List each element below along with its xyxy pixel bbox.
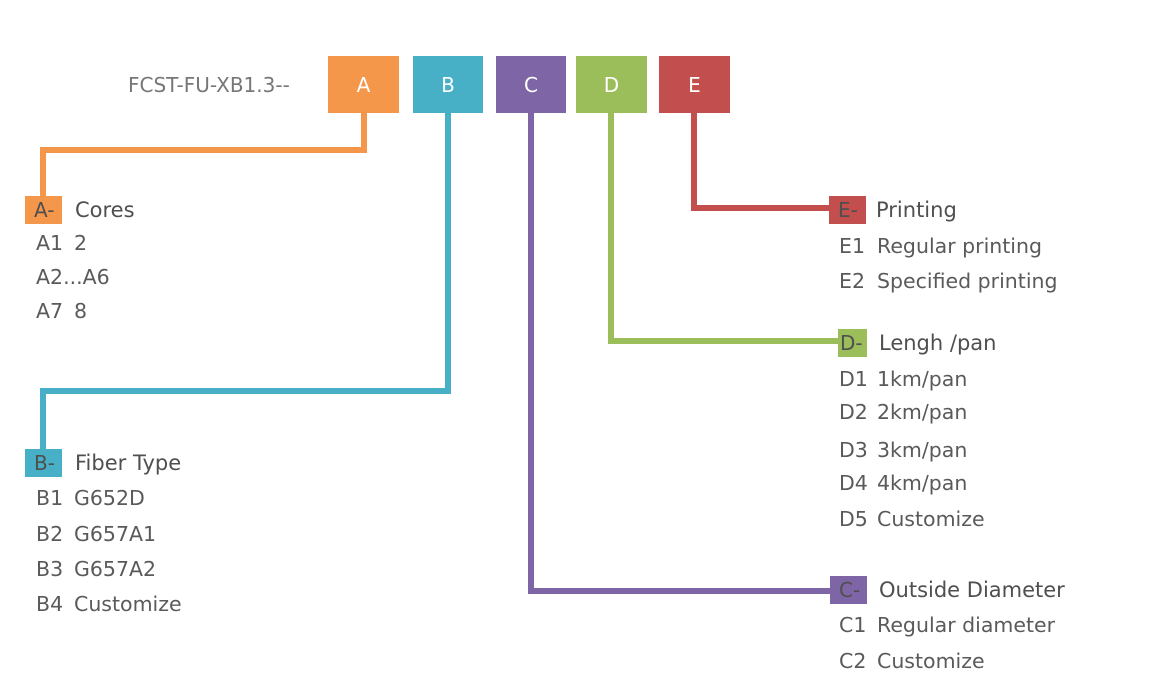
option-b3: B3 G657A2 xyxy=(36,555,156,583)
option-code: D3 xyxy=(839,438,868,462)
connector-e xyxy=(691,113,830,211)
option-value: Customize xyxy=(74,592,182,616)
option-value: Specified printing xyxy=(877,269,1058,293)
option-d2: D2 2km/pan xyxy=(839,398,967,426)
section-d-title: Lengh /pan xyxy=(879,331,997,355)
option-code: D4 xyxy=(839,471,868,495)
option-a2-a6: A2...A6 xyxy=(36,263,110,291)
option-code: B2 xyxy=(36,522,64,546)
option-a1: A1 2 xyxy=(36,229,87,257)
option-d5: D5 Customize xyxy=(839,505,985,533)
code-box-c: C xyxy=(496,56,566,113)
code-box-b: B xyxy=(413,56,483,113)
option-b2: B2 G657A1 xyxy=(36,520,156,548)
option-d4: D4 4km/pan xyxy=(839,469,967,497)
option-code: E1 xyxy=(839,234,865,258)
option-value: 1km/pan xyxy=(877,367,968,391)
code-box-e: E xyxy=(659,56,730,113)
option-code: B4 xyxy=(36,592,64,616)
option-a7: A7 8 xyxy=(36,297,87,325)
section-e-title: Printing xyxy=(876,198,957,222)
option-value: G652D xyxy=(74,486,145,510)
option-value: 2km/pan xyxy=(877,400,968,424)
section-b-title: Fiber Type xyxy=(75,451,182,475)
option-code: E2 xyxy=(839,269,865,293)
option-b4: B4 Customize xyxy=(36,590,182,618)
option-value: Customize xyxy=(877,649,985,673)
code-box-a: A xyxy=(328,56,399,113)
option-c1: C1 Regular diameter xyxy=(839,611,1055,639)
section-b-tag: B- xyxy=(25,449,62,477)
option-value: G657A2 xyxy=(74,557,157,581)
connector-d xyxy=(608,113,840,344)
section-c-tag: C- xyxy=(830,576,867,604)
option-code: A7 xyxy=(36,299,64,323)
option-value: 3km/pan xyxy=(877,438,968,462)
option-e1: E1 Regular printing xyxy=(839,232,1042,260)
option-code: C1 xyxy=(839,613,867,637)
option-value: Regular printing xyxy=(877,234,1043,258)
option-value: 4km/pan xyxy=(877,471,968,495)
option-value: G657A1 xyxy=(74,522,157,546)
option-code: D5 xyxy=(839,507,868,531)
option-code: D2 xyxy=(839,400,868,424)
section-a-tag: A- xyxy=(25,196,62,224)
option-value: 2 xyxy=(74,231,88,255)
code-box-d: D xyxy=(576,56,647,113)
option-code: B3 xyxy=(36,557,64,581)
option-value: Regular diameter xyxy=(877,613,1056,637)
section-d-tag: D- xyxy=(838,329,867,357)
option-code: B1 xyxy=(36,486,64,510)
section-c-title: Outside Diameter xyxy=(879,578,1065,602)
option-d1: D1 1km/pan xyxy=(839,365,967,393)
option-value: Customize xyxy=(877,507,985,531)
option-b1: B1 G652D xyxy=(36,484,145,512)
option-code: A2...A6 xyxy=(36,265,110,289)
option-d3: D3 3km/pan xyxy=(839,436,967,464)
option-code: C2 xyxy=(839,649,867,673)
model-prefix: FCST-FU-XB1.3-- xyxy=(128,73,290,97)
option-code: D1 xyxy=(839,367,868,391)
section-a-title: Cores xyxy=(75,198,135,222)
option-value: 8 xyxy=(74,299,88,323)
option-e2: E2 Specified printing xyxy=(839,267,1058,295)
option-code: A1 xyxy=(36,231,64,255)
connector-b xyxy=(40,113,451,449)
section-e-tag: E- xyxy=(829,196,866,224)
option-c2: C2 Customize xyxy=(839,647,985,675)
connector-a xyxy=(40,113,367,196)
connector-c xyxy=(528,113,832,594)
